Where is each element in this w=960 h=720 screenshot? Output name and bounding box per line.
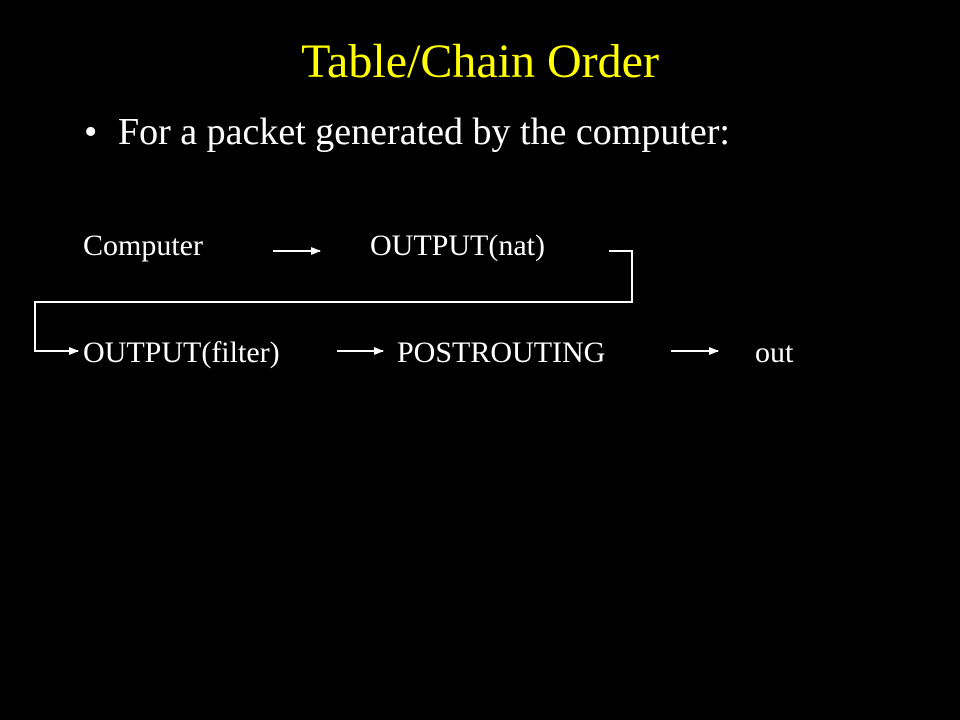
node-postrouting: POSTROUTING (397, 336, 606, 369)
slide-title: Table/Chain Order (301, 35, 659, 88)
node-output-filter: OUTPUT(filter) (83, 336, 280, 369)
node-out: out (755, 336, 794, 369)
bullet-item: • For a packet generated by the computer: (84, 104, 730, 160)
bullet-text: For a packet generated by the computer: (118, 111, 730, 153)
node-computer: Computer (83, 229, 203, 262)
node-output-nat: OUTPUT(nat) (370, 229, 545, 262)
bullet-dot-icon: • (84, 111, 98, 153)
